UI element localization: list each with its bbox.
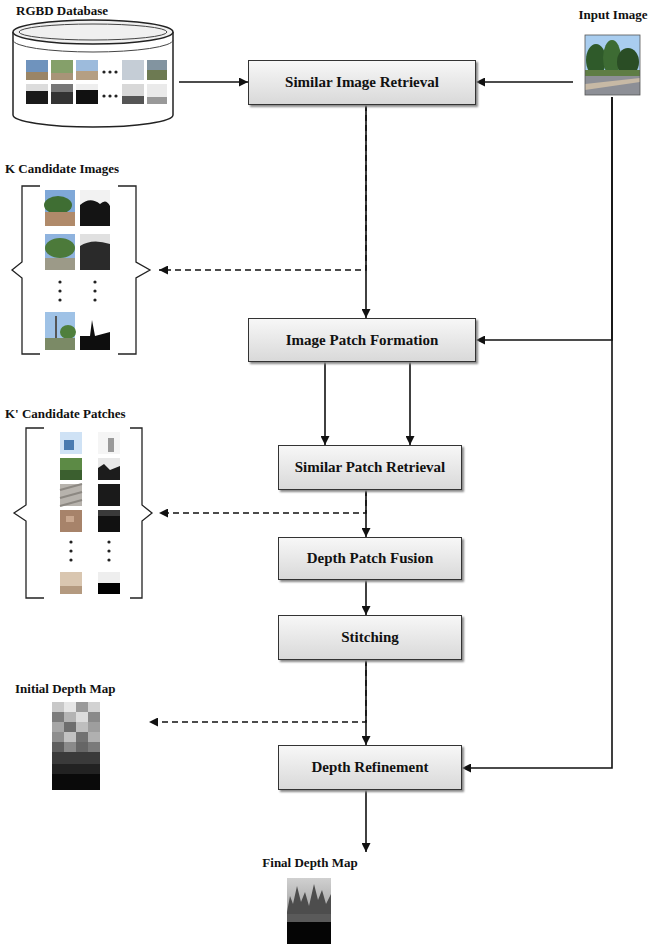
box-label: Similar Image Retrieval <box>285 74 439 91</box>
candidate-images <box>12 186 150 354</box>
process-box: Similar Patch Retrieval <box>278 445 462 490</box>
figure-label: Final Depth Map <box>238 852 382 871</box>
dashed-arrow <box>159 490 366 513</box>
process-box: Similar Image Retrieval <box>248 60 476 105</box>
box-label: Similar Patch Retrieval <box>295 459 446 476</box>
initial-depth-node: Initial Depth Map <box>15 678 149 792</box>
figure-label: Input Image <box>573 4 653 23</box>
final-depth-node: Final Depth Map <box>238 852 382 946</box>
process-box: Image Patch Formation <box>248 318 476 362</box>
flow-arrow <box>365 490 367 537</box>
database-node: RGBD Database <box>8 0 179 128</box>
process-box: Depth Patch Fusion <box>278 537 462 580</box>
figure-label: RGBD Database <box>16 0 179 19</box>
flow-arrow <box>476 97 612 340</box>
box-label: Depth Patch Fusion <box>307 550 434 567</box>
flow-arrow <box>324 362 326 445</box>
initial-depth-map-image <box>52 702 100 790</box>
flow-arrow <box>179 81 248 83</box>
dashed-arrow <box>159 105 366 270</box>
flow-arrow <box>476 81 573 83</box>
box-label: Stitching <box>341 629 399 646</box>
candidate-images-node: K Candidate Images <box>5 158 159 358</box>
box-label: Depth Refinement <box>311 759 428 776</box>
flow-arrow <box>409 362 411 445</box>
figure-label: Initial Depth Map <box>15 678 149 697</box>
flow-arrow <box>462 97 612 768</box>
input-image-node: Input Image <box>573 4 653 97</box>
flow-arrow <box>365 660 367 745</box>
box-label: Image Patch Formation <box>286 332 438 349</box>
dashed-arrow <box>149 660 366 722</box>
candidate-patches <box>14 428 152 598</box>
figure-label: K' Candidate Patches <box>5 403 159 422</box>
process-box: Stitching <box>278 615 462 660</box>
flow-arrow <box>365 580 367 615</box>
database-cylinder <box>13 20 173 127</box>
flow-arrow <box>365 790 367 852</box>
process-box: Depth Refinement <box>278 745 462 790</box>
figure-label: K Candidate Images <box>5 158 159 177</box>
input-photo <box>585 35 640 95</box>
candidate-patches-node: K' Candidate Patches <box>5 403 159 601</box>
final-depth-map-image <box>287 878 331 944</box>
